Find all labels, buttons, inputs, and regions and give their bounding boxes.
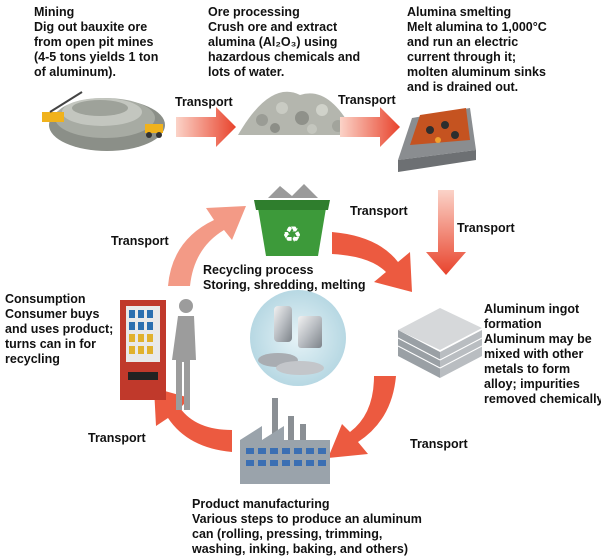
- manufacturing-title: Product manufacturing: [192, 497, 330, 511]
- recycling-text: Recycling process Storing, shredding, me…: [203, 263, 366, 293]
- recycling-title: Recycling process: [203, 263, 314, 277]
- recycling-bin-illustration: ♻: [254, 184, 330, 256]
- smelting-line: molten aluminum sinks: [407, 65, 546, 79]
- transport-label: Transport: [410, 437, 468, 451]
- consumption-text: Consumption Consumer buys and uses produ…: [5, 292, 113, 367]
- manufacturing-line: can (rolling, pressing, trimming,: [192, 527, 383, 541]
- mining-pit-illustration: [42, 91, 165, 151]
- factory-illustration: [240, 398, 330, 484]
- transport-label: Transport: [350, 204, 408, 218]
- vending-machine-illustration: [120, 300, 166, 400]
- arrow-mining-to-ore: [176, 107, 236, 147]
- ore-processing-line: Crush ore and extract: [208, 20, 338, 34]
- ingot-line: Aluminum may be: [484, 332, 592, 346]
- recycled-cans-illustration: [250, 290, 346, 386]
- arrow-recycling-to-ingot: [332, 232, 412, 292]
- ingot-line: mixed with other: [484, 347, 584, 361]
- arrow-smelting-to-ingot: [426, 190, 466, 275]
- mining-line: Dig out bauxite ore: [34, 20, 148, 34]
- transport-label: Transport: [175, 95, 233, 109]
- ingot-line: removed chemically: [484, 392, 601, 406]
- mining-line: (4-5 tons yields 1 ton: [34, 50, 159, 64]
- consumption-title: Consumption: [5, 292, 86, 306]
- ore-pile-illustration: [238, 91, 355, 135]
- consumption-line: recycling: [5, 352, 60, 366]
- transport-label: Transport: [111, 234, 169, 248]
- ingot-line: alloy; impurities: [484, 377, 580, 391]
- transport-label: Transport: [338, 93, 396, 107]
- alumina-smelting-title: Alumina smelting: [407, 5, 512, 19]
- smelter-illustration: [398, 108, 476, 172]
- arrow-ore-to-smelting: [340, 107, 400, 147]
- manufacturing-line: washing, inking, baking, and others): [192, 542, 408, 556]
- arrow-consumption-to-recycling: [168, 206, 246, 286]
- smelting-line: and is drained out.: [407, 80, 519, 94]
- ore-processing-line: lots of water.: [208, 65, 285, 79]
- consumption-line: Consumer buys: [5, 307, 100, 321]
- mining-line: of aluminum).: [34, 65, 116, 79]
- person-silhouette: [172, 299, 196, 410]
- mining-title: Mining: [34, 5, 75, 19]
- ingot-line: metals to form: [484, 362, 571, 376]
- consumption-line: and uses product;: [5, 322, 114, 336]
- smelting-line: and run an electric: [407, 35, 519, 49]
- ore-processing-line: alumina (Al₂O₃) using: [208, 35, 338, 49]
- svg-text:♻: ♻: [282, 223, 302, 248]
- recycling-line: Storing, shredding, melting: [203, 278, 366, 292]
- ore-processing-line: hazardous chemicals and: [208, 50, 361, 64]
- mining-text: Mining Dig out bauxite ore from open pit…: [34, 5, 158, 80]
- smelting-line: current through it;: [407, 50, 517, 64]
- ingot-title: formation: [484, 317, 542, 331]
- ingot-text: Aluminum ingot formation Aluminum may be…: [484, 302, 601, 407]
- consumption-line: turns can in for: [5, 337, 96, 351]
- manufacturing-text: Product manufacturing Various steps to p…: [192, 497, 422, 557]
- arrow-ingot-to-manufacturing: [328, 376, 396, 458]
- manufacturing-line: Various steps to produce an aluminum: [192, 512, 422, 526]
- ore-processing-text: Ore processing Crush ore and extract alu…: [208, 5, 360, 80]
- ingot-title: Aluminum ingot: [484, 302, 580, 316]
- mining-line: from open pit mines: [34, 35, 154, 49]
- transport-label: Transport: [88, 431, 146, 445]
- ingot-stack-illustration: [397, 308, 483, 378]
- transport-label: Transport: [457, 221, 515, 235]
- ore-processing-title: Ore processing: [208, 5, 300, 19]
- alumina-smelting-text: Alumina smelting Melt alumina to 1,000°C…: [407, 5, 547, 95]
- smelting-line: Melt alumina to 1,000°C: [407, 20, 547, 34]
- arrow-manufacturing-to-consumption: [154, 388, 232, 452]
